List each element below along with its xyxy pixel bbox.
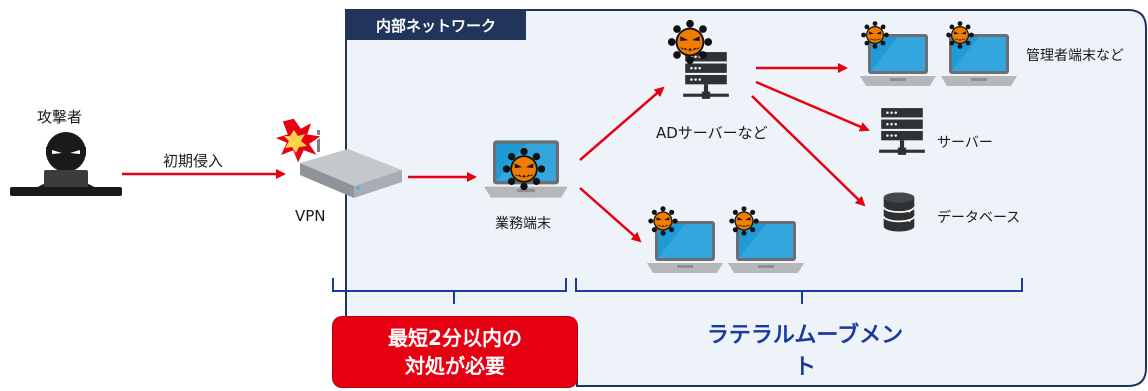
- attacker-icon: [10, 132, 122, 196]
- callout-line-2: 対処が必要: [405, 354, 505, 378]
- arrow-ad-to-server: [755, 80, 870, 132]
- work-terminal-virus-icon: [502, 147, 546, 191]
- laptop-bottom-1-virus-icon: [648, 206, 678, 236]
- ad-server-virus-icon: [667, 19, 713, 65]
- lateral-movement-label: ラテラルムーブメント: [706, 323, 904, 380]
- admin-terminals-label: 管理者端末など: [1026, 48, 1124, 64]
- server-label: サーバー: [937, 135, 993, 151]
- arrow-ad-to-database: [751, 95, 866, 207]
- bracket-initial: [332, 278, 567, 304]
- bracket-lateral: [575, 278, 1023, 304]
- database-icon: [882, 191, 916, 233]
- vpn-router-icon: [300, 130, 402, 198]
- admin-laptop-1-virus-icon: [861, 21, 889, 49]
- work-terminal-label: 業務端末: [495, 216, 551, 232]
- laptop-bottom-2-virus-icon: [729, 206, 759, 236]
- ad-server-label: ADサーバーなど: [656, 124, 768, 142]
- attacker-label: 攻撃者: [37, 108, 83, 126]
- internal-network-label: 内部ネットワーク: [346, 10, 526, 40]
- admin-laptop-2-virus-icon: [946, 21, 974, 49]
- initial-access-label: 初期侵入: [163, 152, 224, 170]
- arrow-terminal-to-laptops: [579, 187, 642, 243]
- database-label: データベース: [937, 210, 1021, 226]
- callout-line-1: 最短2分以内の: [388, 326, 522, 350]
- arrow-terminal-to-ad: [579, 86, 665, 161]
- response-time-callout: 最短2分以内の 対処が必要: [333, 317, 577, 387]
- vpn-label: VPN: [295, 207, 326, 225]
